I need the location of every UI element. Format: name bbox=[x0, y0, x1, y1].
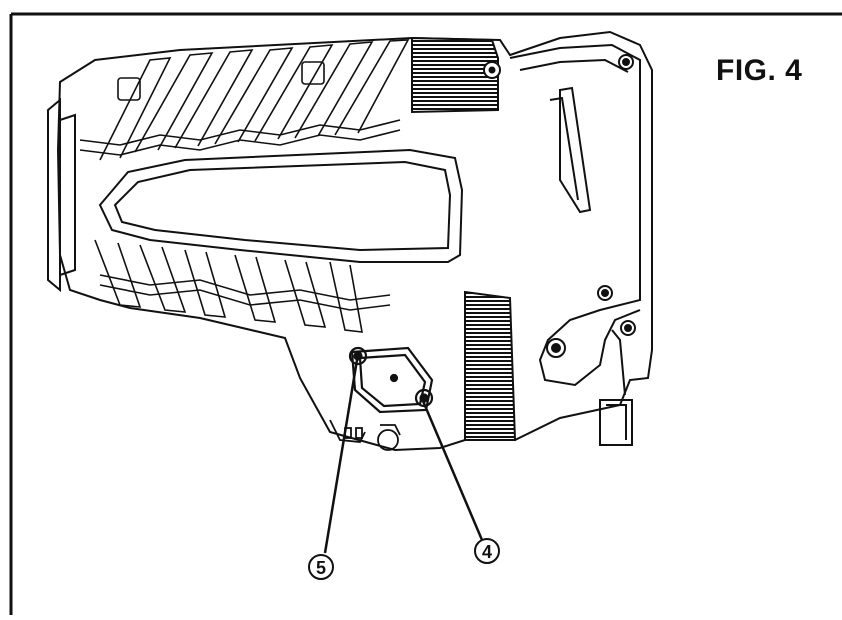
callout-5-circle bbox=[308, 554, 334, 580]
page-border bbox=[9, 12, 842, 615]
brush-cover-plate bbox=[348, 346, 434, 414]
figure-label: FIG. 4 bbox=[716, 54, 803, 87]
lower-vents bbox=[94, 239, 391, 333]
callout-4-circle bbox=[474, 538, 500, 564]
callout-5-number: 5 bbox=[316, 558, 326, 578]
bottom-details bbox=[329, 419, 401, 451]
upper-vents bbox=[79, 39, 410, 161]
callout-5: 5 bbox=[308, 554, 334, 580]
lower-grip-band bbox=[464, 290, 517, 441]
handle bbox=[509, 43, 641, 446]
callout-4: 4 bbox=[474, 538, 500, 564]
top-grip-band bbox=[411, 36, 501, 114]
motor-housing bbox=[47, 30, 653, 452]
callout-leaders bbox=[323, 359, 484, 554]
callout-4-number: 4 bbox=[482, 542, 492, 562]
